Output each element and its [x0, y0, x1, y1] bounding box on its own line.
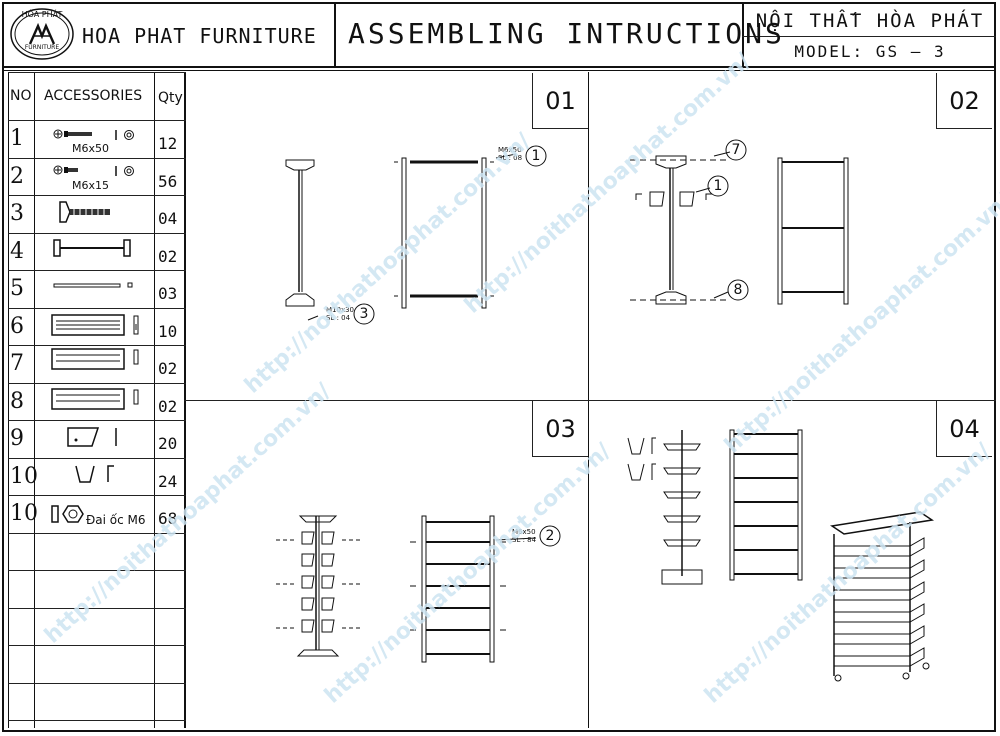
bracket-clip-icon — [75, 465, 114, 483]
table-row-divider — [8, 233, 186, 234]
col-no-header: NO — [10, 88, 32, 104]
table-row-divider — [8, 195, 186, 196]
bottom-panel-icon — [51, 388, 139, 410]
panel-horizontal-divider — [184, 400, 996, 401]
company-name: HOA PHAT FURNITURE — [82, 24, 317, 48]
step-02-number: 02 — [936, 73, 992, 129]
table-left — [8, 72, 9, 728]
top-panel-icon — [51, 348, 139, 370]
row-number: 9 — [10, 426, 24, 451]
cross-bar-icon — [53, 282, 133, 288]
table-row-divider — [8, 720, 186, 721]
tie-rod-icon — [53, 239, 131, 257]
row2-label: M6x15 — [72, 179, 109, 192]
page-title: ASSEMBLING INTRUCTIONS — [348, 17, 785, 50]
row-quantity: 02 — [158, 397, 178, 416]
row-number: 1 — [10, 126, 24, 151]
header-sep-1 — [334, 2, 336, 66]
table-top — [8, 72, 186, 73]
logo-top-text: HÒA PHÁT — [21, 10, 63, 19]
table-row-divider — [8, 345, 186, 346]
col-accessories-header: ACCESSORIES — [44, 88, 143, 104]
row-number: 2 — [10, 164, 24, 189]
row-number: 10 — [10, 501, 38, 526]
table-row-divider — [8, 533, 186, 534]
step-03-callout: M6x50 SL : 84 — [512, 528, 536, 544]
row-number: 3 — [10, 201, 24, 226]
table-row-divider — [8, 270, 186, 271]
row-quantity: 02 — [158, 359, 178, 378]
table-row-divider — [8, 458, 186, 459]
step-04-drawing — [627, 429, 935, 682]
bolt-m6x15-icon — [53, 165, 134, 176]
header-sep-2 — [742, 2, 744, 66]
row-quantity: 24 — [158, 472, 178, 491]
step-01-callout-a-size: M6x50 — [498, 146, 522, 154]
table-row-divider — [8, 158, 186, 159]
step-02-callout-top: 7 — [731, 142, 741, 158]
row-number: 10 — [10, 464, 38, 489]
step-02-drawing — [630, 139, 849, 305]
row1-label: M6x50 — [72, 142, 109, 155]
row-number: 4 — [10, 239, 24, 264]
row-quantity: 68 — [158, 509, 178, 528]
step-03-callout-size: M6x50 — [512, 528, 536, 536]
step-01-callout-b-qty: SL : 04 — [326, 314, 351, 322]
step-04-number: 04 — [936, 401, 992, 457]
leveling-foot-icon — [59, 201, 110, 223]
step-03-drawing — [276, 515, 561, 663]
brand-name: NỘI THẤT HÒA PHÁT — [755, 10, 985, 32]
row-number: 6 — [10, 314, 24, 339]
step-02-callout-mid: 1 — [713, 178, 723, 194]
table-row-divider — [8, 420, 186, 421]
bolt-m6x50-icon — [53, 129, 134, 140]
row-quantity: 10 — [158, 322, 178, 341]
table-row-divider — [8, 570, 186, 571]
step-03-number: 03 — [532, 401, 588, 457]
table-row-divider — [8, 495, 186, 496]
shelf-board-icon — [51, 314, 139, 336]
table-row-divider — [8, 120, 186, 121]
step-01-number: 01 — [532, 73, 588, 129]
table-row-divider — [8, 645, 186, 646]
table-col-sep-2 — [154, 72, 155, 728]
body-top-line — [2, 70, 996, 71]
header-divider — [2, 66, 996, 68]
row-number: 5 — [10, 276, 24, 301]
row-quantity: 02 — [158, 247, 178, 266]
step-01-callout-b-size: M10x30 — [326, 306, 354, 314]
table-row-divider — [8, 608, 186, 609]
step-01-callout-a-qty: SL : 08 — [498, 154, 523, 162]
logo-bottom-text: FURNITURE — [24, 44, 60, 51]
table-row-divider — [8, 383, 186, 384]
table-col-sep-1 — [34, 72, 35, 728]
step-01-callout-b-num: 3 — [359, 306, 369, 322]
hoa-phat-logo-icon — [10, 8, 74, 60]
row-number: 7 — [10, 351, 24, 376]
step-03-callout-num: 2 — [545, 528, 555, 544]
row-quantity: 56 — [158, 172, 178, 191]
shelf-bracket-icon — [67, 427, 117, 447]
step-01-callout-a-num: 1 — [531, 148, 541, 164]
row-number: 8 — [10, 389, 24, 414]
table-row-divider — [8, 683, 186, 684]
step-03-callout-qty: SL : 84 — [512, 536, 537, 544]
col-qty-header: Qty — [158, 90, 183, 106]
model-number: MODEL: GS – 3 — [794, 42, 946, 61]
row-quantity: 04 — [158, 209, 178, 228]
row-quantity: 03 — [158, 284, 178, 303]
header-sep-3 — [742, 36, 996, 37]
step-02-callout-bot: 8 — [733, 282, 743, 298]
step-01-drawing — [285, 145, 547, 325]
step-01-callout-a: M6x50 SL : 08 — [498, 146, 522, 162]
table-row-divider — [8, 308, 186, 309]
step-01-callout-b: M10x30 SL : 04 — [326, 306, 354, 322]
row11-label: Đai ốc M6 — [86, 513, 146, 527]
nut-m6-icon — [51, 505, 84, 523]
row-quantity: 12 — [158, 134, 178, 153]
row-quantity: 20 — [158, 434, 178, 453]
